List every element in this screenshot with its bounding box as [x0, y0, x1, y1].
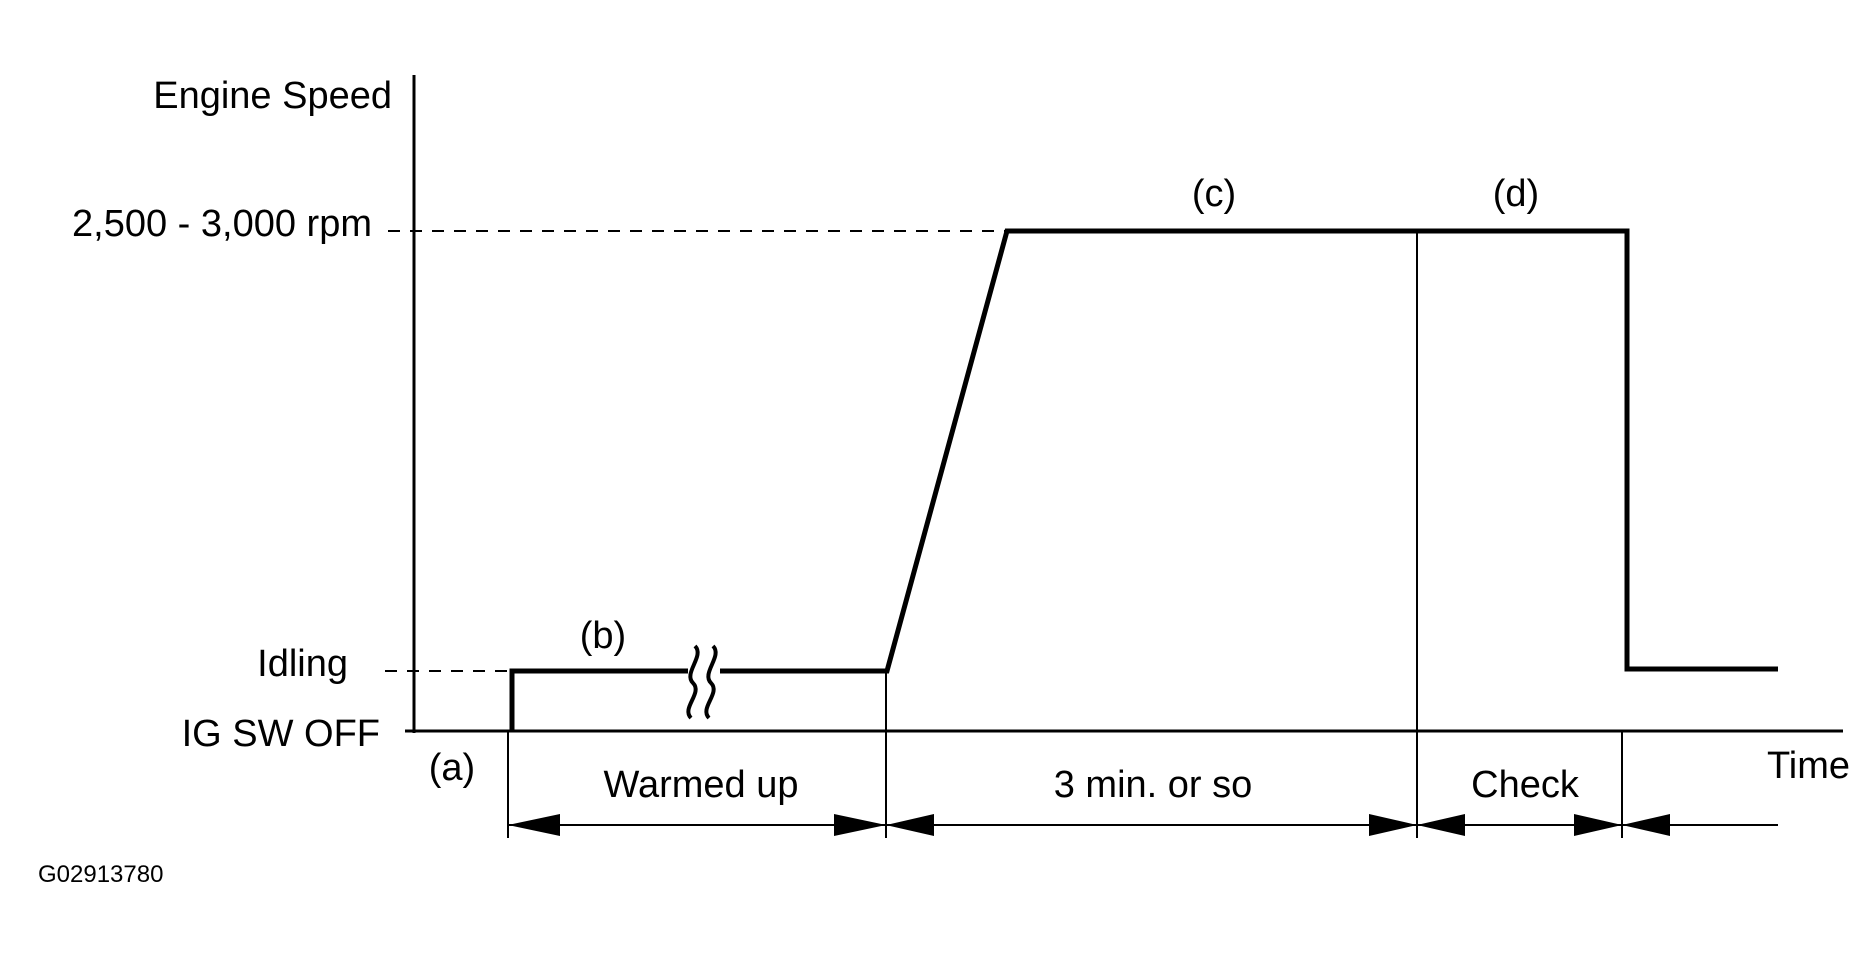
arrowhead [834, 814, 886, 836]
phase-a-label: (a) [429, 747, 475, 789]
speed-profile-line [509, 668, 688, 731]
level-high-label: 2,500 - 3,000 rpm [72, 203, 372, 245]
phase-d-label: (d) [1493, 173, 1539, 215]
phase-b-label: (b) [580, 615, 626, 657]
arrowhead [1369, 814, 1417, 836]
arrowhead [508, 814, 560, 836]
interval-3min-label: 3 min. or so [1054, 764, 1253, 806]
phase-c-label: (c) [1192, 173, 1236, 215]
figure-code: G02913780 [38, 861, 163, 888]
arrowhead [1417, 814, 1465, 836]
interval-check-label: Check [1471, 764, 1580, 806]
arrowhead [886, 814, 934, 836]
break-symbol [704, 644, 718, 720]
level-idle-label: Idling [257, 643, 348, 685]
interval-warmed-label: Warmed up [604, 764, 799, 806]
speed-profile-line [720, 228, 1778, 674]
x-axis-label: Time [1767, 745, 1850, 787]
arrowhead [1622, 814, 1670, 836]
y-axis-label: Engine Speed [153, 75, 392, 117]
level-off-label: IG SW OFF [182, 713, 380, 755]
break-symbol [686, 644, 700, 720]
arrowhead [1574, 814, 1622, 836]
